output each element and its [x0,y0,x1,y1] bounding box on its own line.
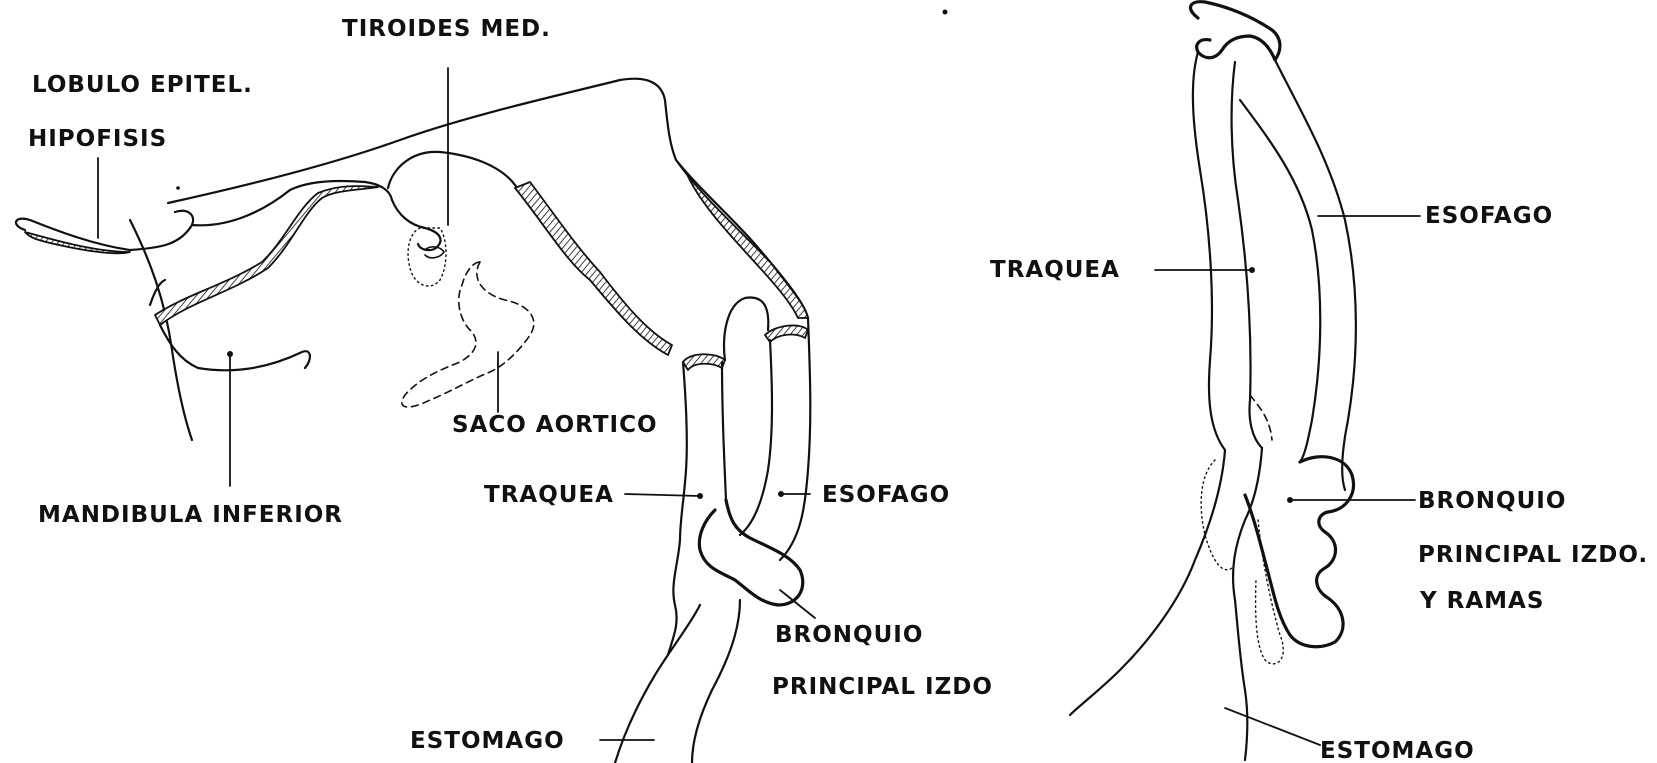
pharynx-floor [160,325,310,370]
stomach-left-line-1 [692,600,740,763]
left-sagittal-figure [16,68,815,763]
speck [778,491,784,497]
lung-dotted-outline-left [1201,460,1232,570]
hypophysis-pouch-hatch [25,232,130,253]
label-esofago-left: ESOFAGO [822,482,950,508]
right-lung-bud [1245,457,1353,647]
leader-estomago-right [1225,708,1320,745]
speck [1249,267,1255,273]
trachea-right-wall [724,297,768,360]
paper-speck [176,186,180,190]
speck [1287,497,1293,503]
label-bronquio-right: BRONQUIO [1418,488,1566,514]
trachea-lower-wall [668,540,680,655]
label-traquea-left: TRAQUEA [484,482,614,508]
right-lateral-figure [1070,2,1420,760]
paper-speck [943,10,948,15]
label-mandibula-inferior: MANDIBULA INFERIOR [38,502,343,528]
stomach-right-line-1 [1070,450,1225,715]
trachea-front-inner [1232,62,1262,448]
pharynx-hook [1191,2,1280,60]
label-traquea-right: TRAQUEA [990,257,1120,283]
label-tiroides-med: TIROIDES MED. [342,16,551,42]
label-hipofisis: HIPOFISIS [28,126,167,152]
pharynx-roof-contour [168,79,808,318]
label-estomago-right: ESTOMAGO [1320,738,1475,763]
esophagus-outer [780,318,810,560]
outer-contour [130,220,192,440]
leader-traquea-left [625,494,700,496]
thyroid-duct [392,200,440,250]
speck [697,493,703,499]
label-principal-izdo-left: PRINCIPAL IZDO [772,674,993,700]
thyroid-bud [388,152,590,275]
speck [227,351,233,357]
esophagus-cap [765,325,808,342]
trachea-front-outer [1193,52,1225,450]
label-y-ramas-right: Y RAMAS [1419,588,1544,614]
trachea-left-wall [680,362,687,540]
label-estomago-left: ESTOMAGO [410,728,565,754]
trachea-cap [683,354,725,370]
esophagus-back-inner [1240,100,1320,462]
esophagus-inner [740,340,772,535]
hypophysis-pouch [16,211,193,250]
label-esofago-right: ESOFAGO [1425,203,1553,229]
esophagus-back-outer [1275,60,1356,490]
trachea-inner [722,362,726,500]
label-saco-aortico: SACO AORTICO [452,412,658,438]
pharynx-posterior-hatch [515,182,672,355]
label-bronquio-left: BRONQUIO [775,622,923,648]
label-principal-izdo-right: PRINCIPAL IZDO. [1418,542,1648,568]
label-lobulo-epitel: LOBULO EPITEL. [32,72,253,98]
